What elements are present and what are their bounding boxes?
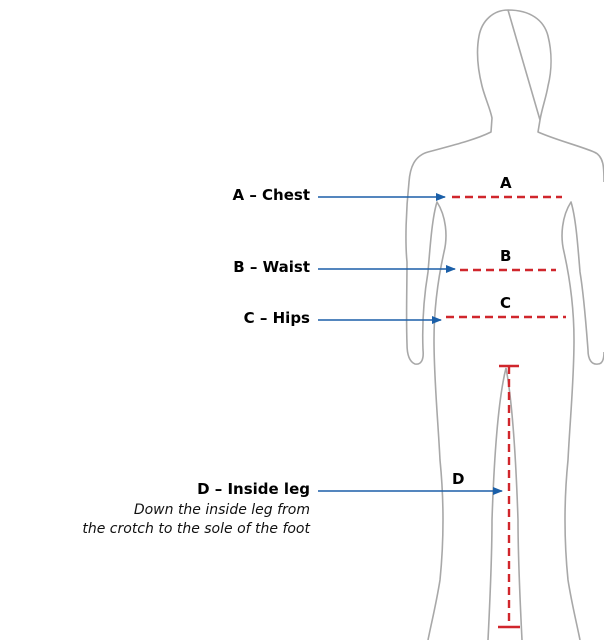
body-outline (406, 10, 604, 640)
hips-letter: C (500, 294, 511, 312)
inside-leg-note-line-1: Down the inside leg from (82, 501, 310, 520)
inside-leg-note: Down the inside leg from the crotch to t… (82, 501, 310, 539)
waist-label: B – Waist (233, 258, 310, 276)
chest-letter: A (500, 174, 512, 192)
inside-leg-note-line-2: the crotch to the sole of the foot (82, 520, 310, 539)
inner-leg-outline (488, 368, 522, 640)
hips-label: C – Hips (244, 309, 310, 327)
inside-leg-letter: D (452, 470, 464, 488)
chest-label: A – Chest (232, 186, 310, 204)
inside-leg-label: D – Inside leg (197, 480, 310, 498)
waist-letter: B (500, 247, 511, 265)
